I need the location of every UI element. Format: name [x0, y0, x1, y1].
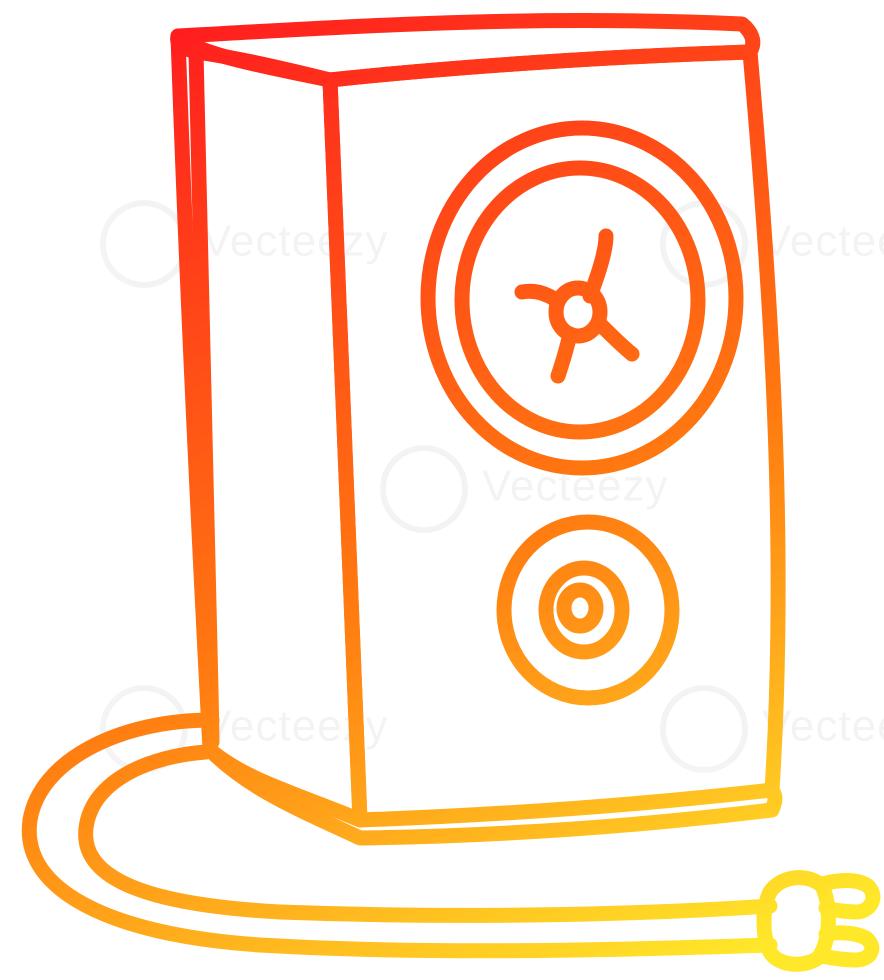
speaker-side-edge — [188, 44, 220, 750]
woofer-spoke — [550, 326, 578, 384]
woofer-outer-ring — [420, 120, 744, 476]
woofer-inner-ring — [454, 160, 706, 440]
plug-prong-top — [814, 873, 881, 920]
woofer-dust-cap — [548, 280, 608, 344]
power-cable-inner — [78, 744, 778, 923]
plug-prong-bottom — [814, 925, 880, 968]
woofer-spoke — [582, 228, 614, 304]
speaker-base — [202, 742, 783, 846]
power-cable-outer — [21, 712, 778, 959]
woofer-spoke — [592, 316, 640, 362]
tweeter-mid-ring — [538, 560, 630, 660]
woofer-spoke — [514, 283, 564, 308]
tweeter-outer-ring — [496, 514, 680, 706]
speaker-side-face — [170, 28, 368, 828]
tweeter-cap — [556, 582, 604, 634]
